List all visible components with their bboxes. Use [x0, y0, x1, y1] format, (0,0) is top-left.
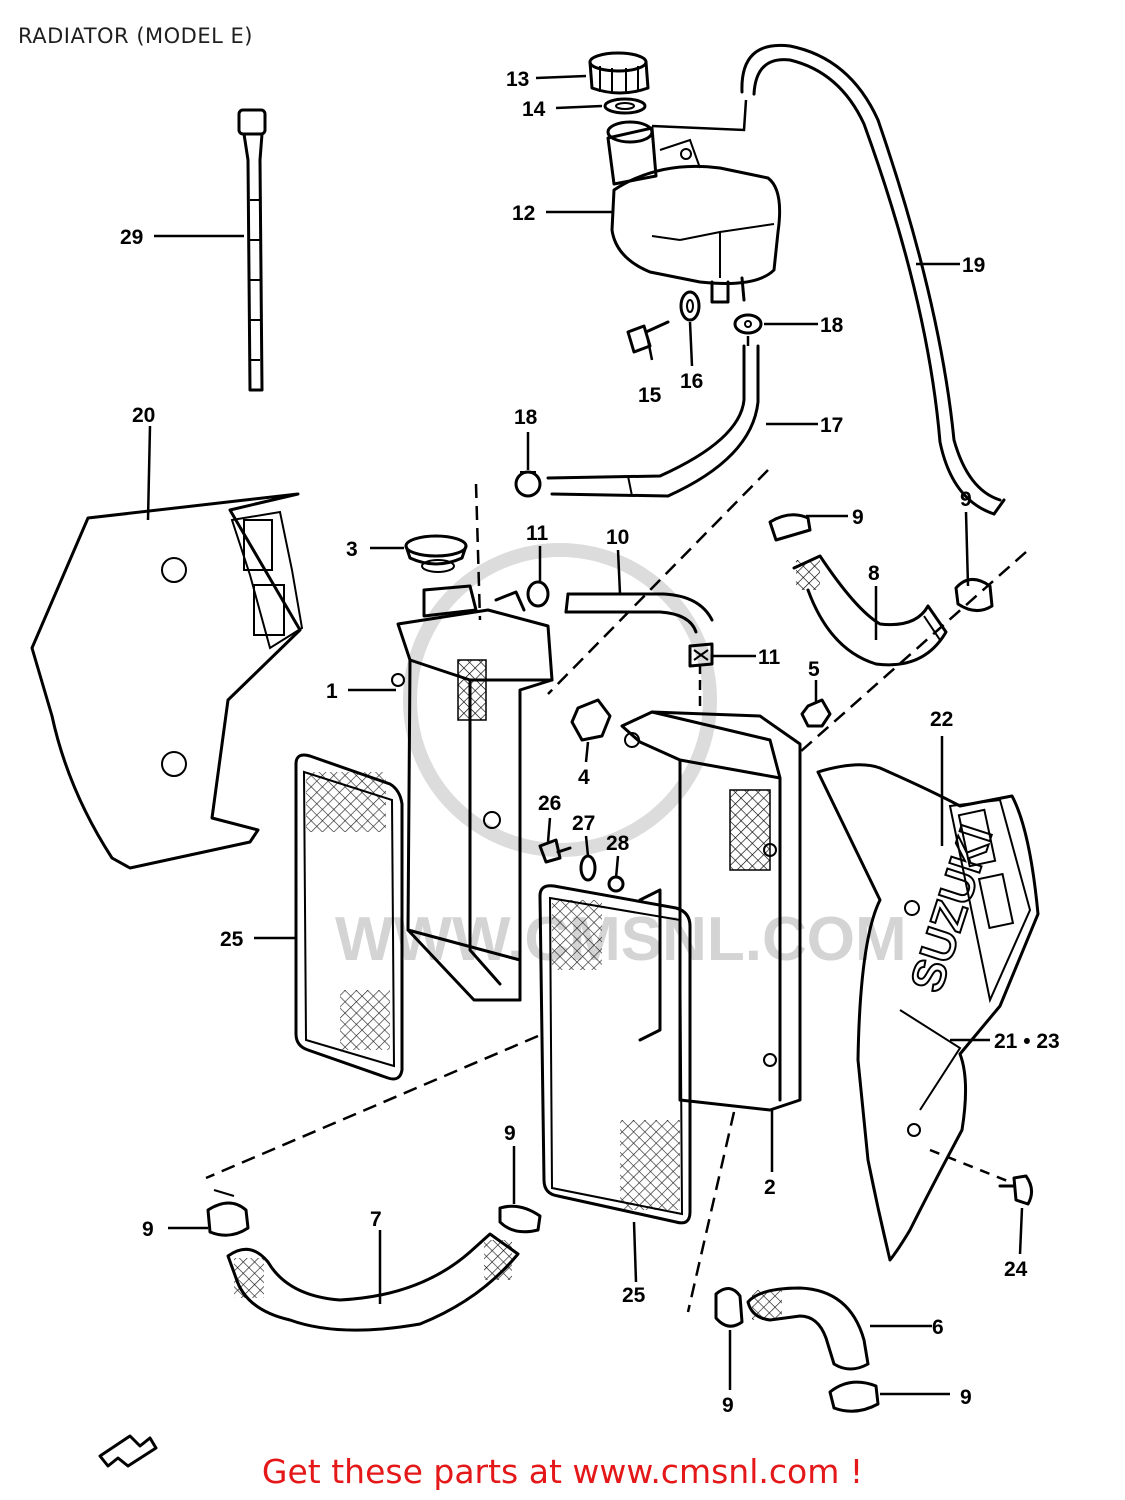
callout-9-lower-left: 9	[142, 1218, 154, 1241]
part-9-clamp-middle	[498, 1204, 542, 1234]
callout-21-23: 21 • 23	[994, 1030, 1060, 1053]
part-24-screw	[998, 1174, 1033, 1206]
callout-7: 7	[370, 1208, 382, 1231]
callout-29: 29	[120, 226, 143, 249]
part-15-bolt	[626, 320, 670, 354]
part-14-gasket	[603, 97, 647, 115]
part-19-overflow-hose	[740, 43, 1006, 516]
callout-9-middle: 9	[504, 1122, 516, 1145]
callout-8: 8	[868, 562, 880, 585]
part-9-clamp-lower-left	[206, 1189, 250, 1237]
callout-25-left: 25	[220, 928, 244, 951]
part-18-clamp-upper	[733, 313, 763, 335]
part-7-hose	[226, 1232, 520, 1332]
part-2-right-radiator	[620, 710, 802, 1112]
callout-13: 13	[506, 68, 529, 91]
part-9-clamp-upper-right	[954, 578, 994, 612]
callout-9-top: 9	[852, 506, 864, 529]
part-8-hose	[792, 554, 948, 667]
part-9-clamp-lower-right	[828, 1380, 880, 1413]
callout-26: 26	[538, 792, 561, 815]
callout-12: 12	[512, 202, 535, 225]
part-18-clamp-lower	[514, 470, 542, 498]
callout-16: 16	[680, 370, 703, 393]
part-4-grommet	[570, 698, 612, 742]
watermark-text: WWW.CMSNL.COM	[335, 905, 907, 974]
callout-18-upper: 18	[820, 314, 844, 337]
callout-15: 15	[638, 384, 662, 407]
part-16-washer	[679, 290, 701, 322]
callout-20: 20	[132, 404, 155, 427]
callout-5: 5	[808, 658, 820, 681]
part-10-hose	[564, 592, 714, 634]
callout-9-lower-middle: 9	[722, 1394, 734, 1417]
callout-2: 2	[764, 1176, 776, 1199]
callout-17: 17	[820, 414, 843, 437]
part-20-left-shroud	[30, 492, 304, 870]
part-25-left-guard	[294, 753, 404, 1081]
callout-24: 24	[1004, 1258, 1028, 1281]
part-12-reservoir-tank	[606, 120, 782, 304]
callout-22: 22	[930, 708, 953, 731]
assembly-lines	[205, 334, 1027, 1313]
callout-1: 1	[326, 680, 338, 703]
part-11-clamp-b	[688, 642, 714, 668]
part-28-collar	[607, 875, 625, 893]
callout-3: 3	[346, 538, 358, 561]
part-13-tank-cap	[588, 51, 650, 95]
callout-9-upper-right: 9	[960, 488, 972, 511]
promo-footer-link[interactable]: Get these parts at www.cmsnl.com !	[261, 1452, 864, 1491]
part-9-clamp-lower-middle	[714, 1287, 744, 1328]
callout-4: 4	[578, 766, 590, 789]
leader-lines	[146, 74, 1024, 1396]
part-3-radiator-cap	[404, 534, 468, 573]
front-direction-arrow-icon	[98, 1434, 158, 1468]
part-17-hose	[546, 344, 760, 498]
part-9-clamp-top	[768, 513, 812, 542]
callout-14: 14	[522, 98, 546, 121]
callout-28: 28	[606, 832, 630, 855]
part-5-nut	[800, 698, 832, 728]
part-6-hose	[746, 1286, 870, 1371]
part-11-clamp-a	[526, 580, 550, 608]
part-27-washer	[579, 854, 597, 882]
part-1-left-radiator	[391, 584, 554, 1002]
callout-11-b: 11	[758, 646, 781, 669]
callout-6: 6	[932, 1316, 944, 1339]
page-title: RADIATOR (MODEL E)	[18, 24, 253, 48]
callout-10: 10	[606, 526, 629, 549]
callout-11-a: 11	[526, 522, 549, 545]
callout-25-right: 25	[622, 1284, 646, 1307]
callout-9-lower-right: 9	[960, 1386, 972, 1409]
part-26-bolt	[538, 838, 572, 864]
callout-18-lower: 18	[514, 406, 538, 429]
callout-labels: 13 14 12 29 19 18 15 16 20 18 17 9 9 3 1…	[120, 68, 1060, 1417]
part-25-right-guard	[538, 884, 692, 1225]
svg-text:SUZUKI: SUZUKI	[900, 819, 1002, 998]
callout-27: 27	[572, 812, 595, 835]
callout-19: 19	[962, 254, 985, 277]
part-29-tie-strap	[237, 108, 267, 392]
